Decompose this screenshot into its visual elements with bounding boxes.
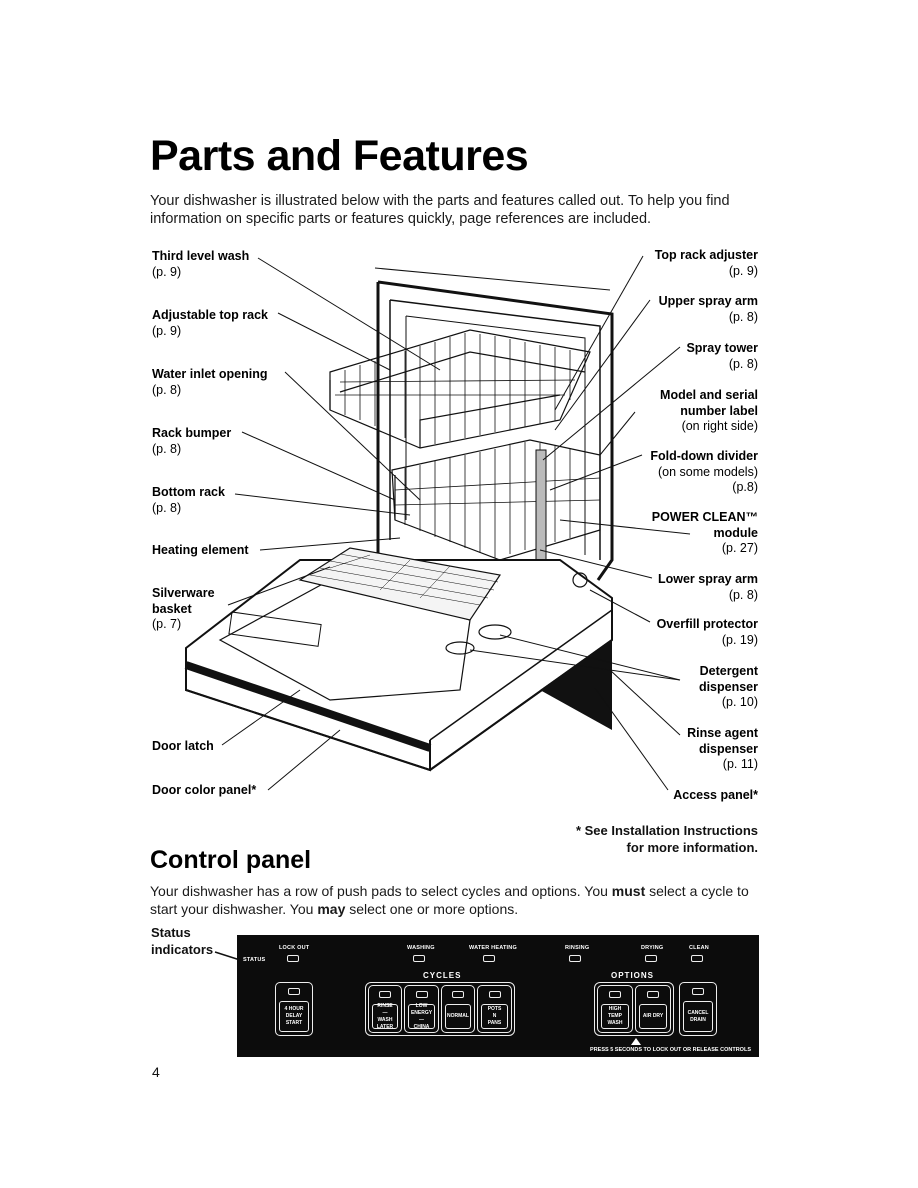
lock-out-indicator-light [287,955,299,962]
air-dry-light [647,991,659,998]
normal-cycle-light [452,991,464,998]
indicator-label-washing: WASHING [407,945,435,951]
drying-indicator-light [645,955,657,962]
air-dry-button[interactable]: AIR DRY [635,985,671,1033]
normal-cycle-button[interactable]: NORMAL [441,985,475,1033]
indicator-label-rinsing: RINSING [565,945,590,951]
callout-silverware-basket: Silverware basket (p. 7) [152,586,215,631]
callout-heating-element: Heating element [152,543,249,557]
delay-start-light [288,988,300,995]
cancel-drain-light [692,988,704,995]
options-group [594,982,674,1036]
pots-n-pans-light [488,991,501,998]
page-number: 4 [152,1064,160,1080]
indicator-label-water-heating: WATER HEATING [469,945,517,951]
cycles-group [365,982,515,1036]
callout-water-inlet-opening: Water inlet opening (p. 8) [152,367,268,397]
callout-model-serial-label: Model and serial number label (on right … [660,388,758,433]
lockout-arrow-icon [631,1038,641,1045]
intro-paragraph: Your dishwasher is illustrated below wit… [150,193,730,227]
callout-overfill-protector: Overfill protector (p. 19) [656,617,758,647]
rinsing-indicator-light [569,955,581,962]
callout-rinse-agent-dispenser: Rinse agent dispenser (p. 11) [687,726,758,771]
delay-start-button[interactable]: 4 HOUR DELAY START [275,982,313,1036]
control-panel-intro: Your dishwasher has a row of push pads t… [150,883,749,917]
low-energy-china-button[interactable]: LOW ENERGY — CHINA [404,985,439,1033]
callout-door-color-panel: Door color panel* [152,783,257,797]
callout-fold-down-divider: Fold-down divider (on some models) (p.8) [650,449,758,494]
callout-bottom-rack: Bottom rack (p. 8) [152,485,225,515]
callout-third-level-wash: Third level wash (p. 9) [152,249,250,279]
callout-lower-spray-arm: Lower spray arm (p. 8) [657,572,758,602]
indicator-label-drying: DRYING [641,945,664,951]
pots-n-pans-button[interactable]: POTS N PANS [477,985,512,1033]
rinse-wash-later-light [379,991,391,998]
rinse-wash-later-button[interactable]: RINSE — WASH LATER [368,985,402,1033]
low-energy-china-light [415,991,428,998]
status-indicators-label: Status indicators [151,925,214,957]
pointer-arrow-icon [214,951,241,961]
control-panel: STATUS LOCK OUT WASHING WATER HEATING RI… [237,935,759,1057]
washing-indicator-light [413,955,425,962]
water-heating-indicator-light [483,955,495,962]
indicator-label-clean: CLEAN [689,945,709,951]
high-temp-wash-button[interactable]: HIGH TEMP WASH [597,985,633,1033]
callout-access-panel: Access panel* [673,788,758,802]
cycles-label: CYCLES [423,971,462,980]
callout-adjustable-top-rack: Adjustable top rack (p. 9) [152,308,268,338]
lockout-instruction: PRESS 5 SECONDS TO LOCK OUT OR RELEASE C… [590,1047,751,1053]
callout-spray-tower: Spray tower (p. 8) [686,341,758,371]
page-title: Parts and Features [150,132,529,180]
high-temp-wash-light [609,991,621,998]
indicator-label-lock-out: LOCK OUT [279,945,310,951]
callout-upper-spray-arm: Upper spray arm (p. 8) [658,294,758,324]
callout-power-clean-module: POWER CLEAN™ module (p. 27) [651,510,758,555]
callout-door-latch: Door latch [152,739,214,753]
callout-rack-bumper: Rack bumper (p. 8) [152,426,232,456]
callout-top-rack-adjuster: Top rack adjuster (p. 9) [654,248,758,278]
control-panel-heading: Control panel [150,846,312,874]
options-label: OPTIONS [611,971,655,980]
cancel-drain-button[interactable]: CANCEL DRAIN [679,982,717,1036]
installation-footnote: * See Installation Instructions for more… [575,823,758,855]
callout-detergent-dispenser: Detergent dispenser (p. 10) [698,664,758,709]
clean-indicator-light [691,955,703,962]
status-word: STATUS [243,957,266,963]
